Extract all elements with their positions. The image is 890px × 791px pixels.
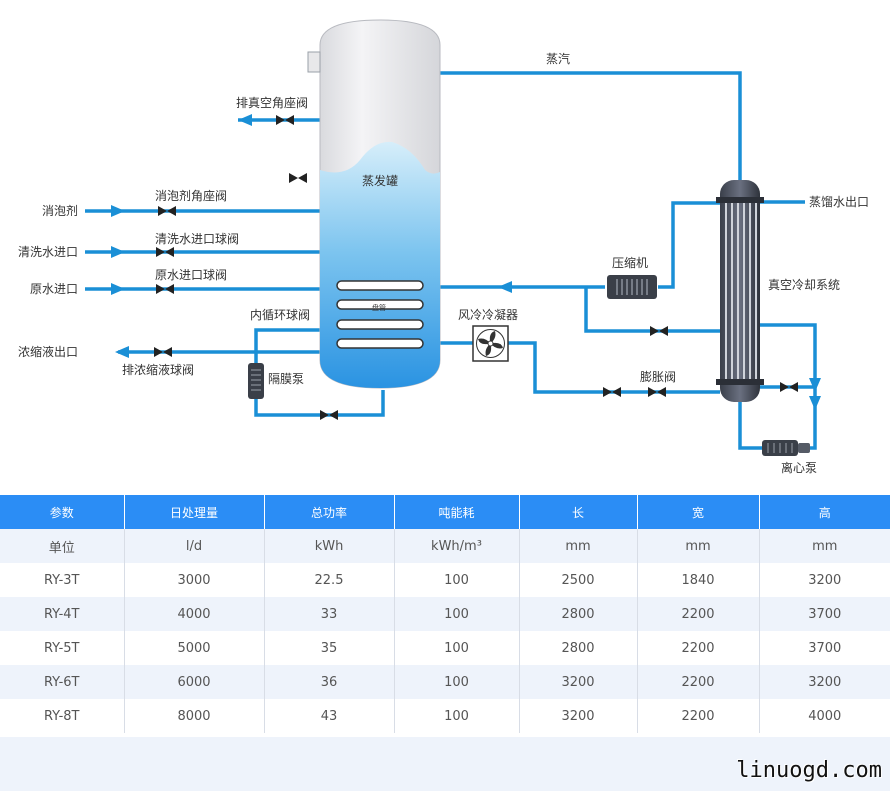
label-expansion-valve: 膨胀阀 [640,370,676,384]
table-cell: RY-6T [0,665,125,699]
table-cell: RY-3T [0,563,125,597]
table-cell: 2200 [637,665,760,699]
table-cell: 3000 [124,563,265,597]
fan-icon [472,325,509,362]
compressor [607,275,657,299]
label-wash-inlet: 清洗水进口 [18,245,78,259]
table-cell: 单位 [0,529,125,563]
header-daily-capacity: 日处理量 [124,495,265,529]
table-row: RY-4T 4000 33 100 2800 2200 3700 [0,597,890,631]
label-diaphragm-pump: 隔膜泵 [268,372,304,386]
label-wash-valve: 清洗水进口球阀 [155,232,239,246]
table-cell: 43 [264,699,395,733]
pipes [85,71,817,450]
table-cell: RY-8T [0,699,125,733]
table-cell: RY-5T [0,631,125,665]
table-cell: 4000 [124,597,265,631]
table-row: 单位 l/d kWh kWh/m³ mm mm mm [0,529,890,563]
table-cell: 3200 [519,699,638,733]
table-cell: 1840 [637,563,760,597]
spec-table: 参数 日处理量 总功率 吨能耗 长 宽 高 单位 l/d kWh kWh/m³ … [0,495,890,733]
table-cell: 100 [394,631,520,665]
table-cell: 6000 [124,665,265,699]
table-cell: 2200 [637,597,760,631]
table-cell: 3200 [519,665,638,699]
header-height: 高 [759,495,890,529]
header-length: 长 [519,495,638,529]
table-cell: 3200 [759,665,890,699]
centrifugal-pump [762,440,810,456]
evaporation-tank [307,19,441,389]
header-total-power: 总功率 [264,495,395,529]
flow-arrows [111,114,821,410]
table-cell: 36 [264,665,395,699]
heating-coil [336,280,424,349]
tank-nozzle [307,51,321,73]
label-raw-inlet: 原水进口 [30,282,78,296]
process-flow-diagram: 排真空角座阀 蒸发罐 盘管 蒸汽 蒸馏水出口 真空冷却系统 压缩机 风冷冷凝器 … [18,19,869,475]
label-circulation-valve: 内循环球阀 [250,308,310,322]
table-cell: 2200 [637,631,760,665]
table-row: RY-3T 3000 22.5 100 2500 1840 3200 [0,563,890,597]
table-cell: 3700 [759,597,890,631]
label-condenser: 风冷冷凝器 [458,307,518,322]
label-steam: 蒸汽 [546,51,570,66]
table-cell: 4000 [759,699,890,733]
table-row: RY-6T 6000 36 100 3200 2200 3200 [0,665,890,699]
table-cell: 100 [394,563,520,597]
label-distilled-outlet: 蒸馏水出口 [809,195,869,209]
header-energy-per-ton: 吨能耗 [394,495,520,529]
label-tank: 蒸发罐 [362,173,398,188]
table-cell: 35 [264,631,395,665]
diaphragm-pump [248,363,264,399]
table-cell: 2800 [519,597,638,631]
table-cell: 100 [394,665,520,699]
bottom-band [0,737,890,791]
table-cell: 2500 [519,563,638,597]
label-raw-valve: 原水进口球阀 [155,268,227,282]
label-vent-valve: 排真空角座阀 [236,95,308,110]
table-cell: 3200 [759,563,890,597]
table-row: RY-5T 5000 35 100 2800 2200 3700 [0,631,890,665]
watermark: linuogd.com [736,758,882,783]
header-width: 宽 [637,495,760,529]
table-row: RY-8T 8000 43 100 3200 2200 4000 [0,699,890,733]
table-cell: 33 [264,597,395,631]
table-cell: kWh/m³ [394,529,520,563]
table-cell: l/d [124,529,265,563]
label-defoamer-valve: 消泡剂角座阀 [155,188,227,203]
label-coil: 盘管 [372,303,386,312]
table-header-row: 参数 日处理量 总功率 吨能耗 长 宽 高 [0,495,890,529]
table-cell: RY-4T [0,597,125,631]
label-concentrate-valve: 排浓缩液球阀 [122,362,194,377]
table-cell: mm [519,529,638,563]
table-cell: 2800 [519,631,638,665]
table-cell: 2200 [637,699,760,733]
heat-exchanger [716,180,764,402]
table-cell: 100 [394,699,520,733]
table-cell: kWh [264,529,395,563]
table-cell: 3700 [759,631,890,665]
table-cell: 5000 [124,631,265,665]
table-cell: mm [759,529,890,563]
label-concentrate-outlet: 浓缩液出口 [18,344,78,359]
label-defoamer: 消泡剂 [42,203,78,218]
header-param: 参数 [0,495,125,529]
label-compressor: 压缩机 [612,255,648,270]
table-cell: 8000 [124,699,265,733]
label-vacuum-cooling: 真空冷却系统 [768,278,840,292]
table-cell: 22.5 [264,563,395,597]
table-cell: 100 [394,597,520,631]
table-cell: mm [637,529,760,563]
label-centrifugal-pump: 离心泵 [781,460,817,475]
